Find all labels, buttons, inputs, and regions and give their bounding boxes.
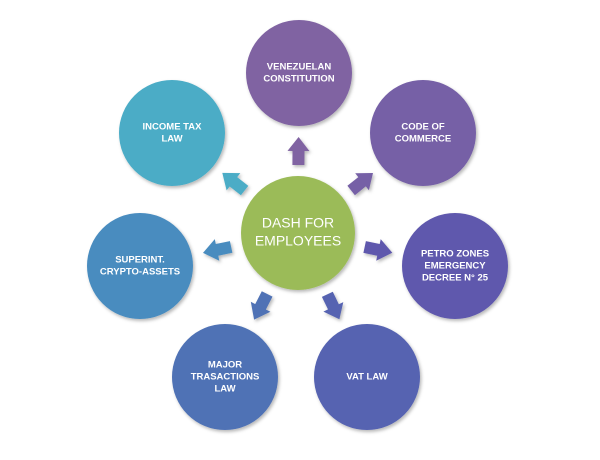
- node-label-line: CONSTITUTION: [263, 74, 334, 85]
- arrow-to-vat-law: [321, 291, 344, 320]
- arrow-to-venezuelan-constitution: [287, 137, 310, 165]
- arrow-to-superint-crypto-assets: [203, 239, 233, 261]
- node-label-line: SUPERINT.: [115, 255, 165, 266]
- arrow-to-income-tax-law: [222, 172, 249, 196]
- arrow-to-code-of-commerce: [347, 173, 373, 196]
- node-label-line: CODE OF: [401, 122, 444, 133]
- node-label-line: INCOME TAX: [143, 122, 203, 133]
- node-circle: [246, 20, 352, 126]
- node-label-line: MAJOR: [208, 360, 242, 371]
- arrows-layer: [203, 137, 393, 320]
- node-label-line: TRASACTIONS: [191, 372, 260, 383]
- node-label-line: LAW: [214, 384, 235, 395]
- node-label-line: EMPLOYEES: [255, 233, 341, 249]
- node-label-line: PETRO ZONES: [421, 249, 489, 260]
- node-label-line: DECREE N° 25: [422, 273, 489, 284]
- center-circle: [241, 176, 355, 290]
- node-label-line: LAW: [161, 134, 182, 145]
- node-label-line: DASH FOR: [262, 215, 334, 231]
- node-circle: [87, 213, 193, 319]
- node-superint-crypto-assets: SUPERINT.CRYPTO-ASSETS: [87, 213, 193, 319]
- node-vat-law: VAT LAW: [314, 324, 420, 430]
- node-label-line: CRYPTO-ASSETS: [100, 267, 180, 278]
- node-label-line: COMMERCE: [395, 134, 451, 145]
- center-layer: DASH FOR EMPLOYEES: [241, 176, 355, 290]
- arrow-to-major-trasactions-law: [250, 291, 273, 320]
- center-node: DASH FOR EMPLOYEES: [241, 176, 355, 290]
- node-circle: [119, 80, 225, 186]
- node-label-line: VENEZUELAN: [267, 62, 332, 73]
- node-label-line: VAT LAW: [346, 372, 387, 383]
- arrow-to-petro-zones-emergency-decree: [363, 239, 393, 261]
- node-circle: [314, 324, 420, 430]
- node-label-line: EMERGENCY: [424, 261, 486, 272]
- node-circle: [402, 213, 508, 319]
- node-circle: [172, 324, 278, 430]
- node-circle: [370, 80, 476, 186]
